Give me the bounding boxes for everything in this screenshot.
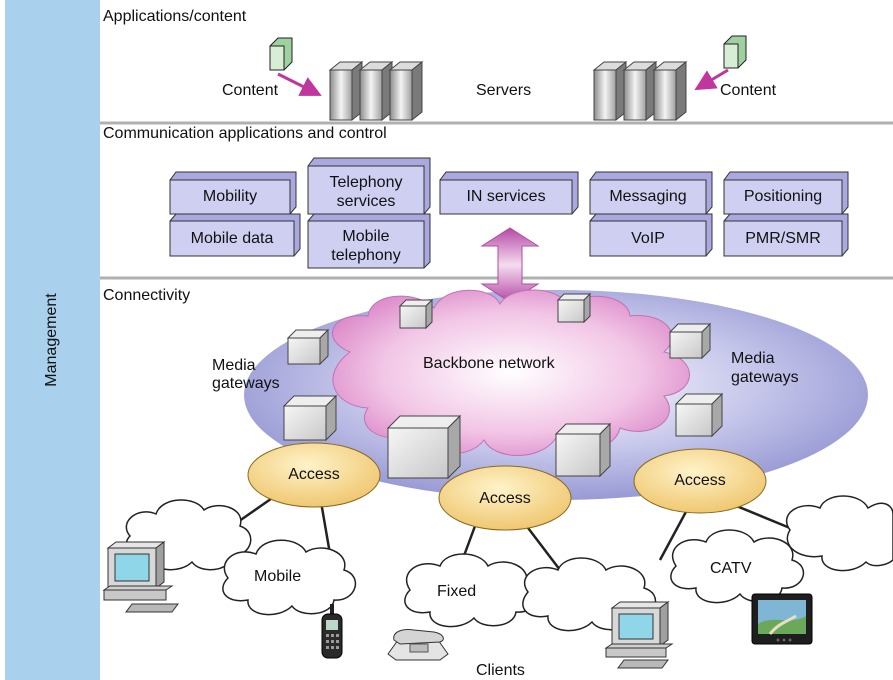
service-messaging: Messaging — [609, 188, 687, 205]
access-label-left: Access — [288, 466, 340, 483]
access-label-right: Access — [674, 472, 726, 489]
access-right — [633, 448, 767, 514]
media-gateways-right-line2: gateways — [731, 369, 799, 386]
content-box-left-icon — [269, 37, 293, 71]
clients-label: Clients — [476, 662, 525, 679]
service-positioning: Positioning — [743, 188, 823, 205]
media-gateway-cubes — [282, 292, 724, 480]
content-label-right: Content — [720, 82, 777, 99]
content-arrow-left — [277, 72, 322, 96]
service-pmr-smr: PMR/SMR — [745, 230, 821, 247]
media-gateways-left-line1: Media — [212, 357, 256, 374]
service-telephony-line2: services — [336, 193, 396, 210]
service-telephony-line1: Telephony — [329, 174, 403, 191]
service-mobile-telephony-line2: telephony — [331, 247, 401, 264]
access-left — [247, 442, 381, 508]
content-box-right-icon — [723, 35, 747, 69]
mobile-phone-icon — [321, 604, 343, 659]
servers-label: Servers — [476, 82, 532, 99]
content-arrow-right — [694, 68, 729, 91]
backbone-label: Backbone network — [423, 355, 555, 372]
management-bar — [5, 0, 100, 680]
fixed-label: Fixed — [437, 583, 477, 600]
content-label-left: Content — [222, 82, 279, 99]
television-icon — [751, 593, 813, 645]
service-mobile-telephony-line1: Mobile — [342, 228, 390, 245]
service-mobile-data: Mobile data — [190, 230, 274, 247]
servers-left-icon — [328, 60, 424, 122]
servers-right-icon — [592, 60, 688, 122]
catv-label: CATV — [710, 560, 752, 577]
layer-title-connectivity: Connectivity — [103, 287, 191, 304]
access-label-center: Access — [479, 490, 531, 507]
desktop-computer-center-icon — [604, 601, 674, 669]
layer-title-applications: Applications/content — [103, 8, 247, 25]
layer-title-communication: Communication applications and control — [103, 125, 387, 142]
desktop-computer-left-icon — [102, 541, 179, 613]
service-boxes — [169, 157, 849, 269]
telephone-icon — [387, 629, 449, 661]
media-gateways-right-line1: Media — [731, 350, 775, 367]
media-gateways-left-line2: gateways — [212, 375, 280, 392]
access-center — [438, 465, 572, 531]
service-in-services: IN services — [466, 188, 546, 205]
service-mobility: Mobility — [202, 188, 258, 205]
service-voip: VoIP — [631, 230, 665, 247]
mobile-label: Mobile — [254, 568, 302, 585]
